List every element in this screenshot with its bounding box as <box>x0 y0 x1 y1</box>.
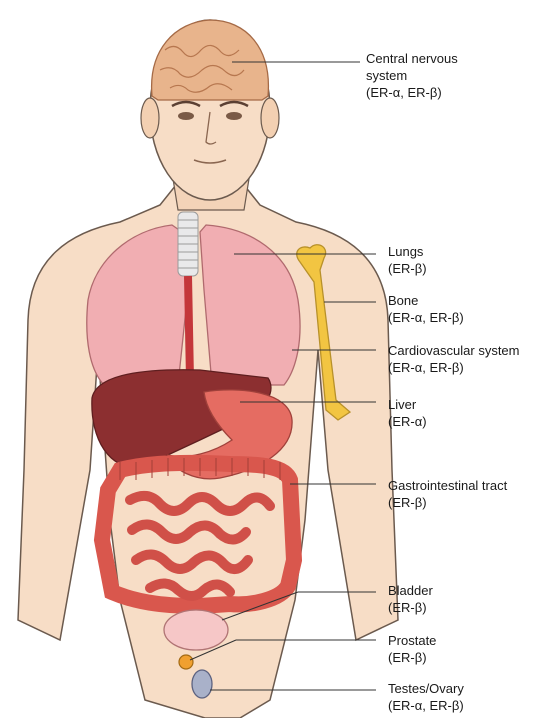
label-liver: Liver (ER-α) <box>388 396 427 430</box>
label-central-nervous-system: Central nervous system (ER-α, ER-β) <box>366 50 458 101</box>
label-lungs-receptors: (ER-β) <box>388 260 427 277</box>
label-bladder-receptors: (ER-β) <box>388 599 433 616</box>
left-eye <box>178 112 194 120</box>
label-cardio-name: Cardiovascular system <box>388 342 520 359</box>
label-liver-name: Liver <box>388 396 427 413</box>
testis <box>192 670 212 698</box>
label-bladder-name: Bladder <box>388 582 433 599</box>
label-bladder: Bladder (ER-β) <box>388 582 433 616</box>
label-testes-receptors: (ER-α, ER-β) <box>388 697 464 714</box>
label-bone-name: Bone <box>388 292 464 309</box>
label-gi-receptors: (ER-β) <box>388 494 507 511</box>
label-prostate-name: Prostate <box>388 632 436 649</box>
brain <box>152 20 269 100</box>
label-gastrointestinal: Gastrointestinal tract (ER-β) <box>388 477 507 511</box>
label-bone-receptors: (ER-α, ER-β) <box>388 309 464 326</box>
label-lungs: Lungs (ER-β) <box>388 243 427 277</box>
label-gi-name: Gastrointestinal tract <box>388 477 507 494</box>
prostate <box>179 655 193 669</box>
label-bone: Bone (ER-α, ER-β) <box>388 292 464 326</box>
label-cardiovascular: Cardiovascular system (ER-α, ER-β) <box>388 342 520 376</box>
label-prostate: Prostate (ER-β) <box>388 632 436 666</box>
label-prostate-receptors: (ER-β) <box>388 649 436 666</box>
label-cns-line1: Central nervous <box>366 50 458 67</box>
label-cns-receptors: (ER-α, ER-β) <box>366 84 458 101</box>
left-ear <box>141 98 159 138</box>
label-liver-receptors: (ER-α) <box>388 413 427 430</box>
bladder <box>164 610 228 650</box>
label-cns-line2: system <box>366 67 458 84</box>
label-testes-name: Testes/Ovary <box>388 680 464 697</box>
label-lungs-name: Lungs <box>388 243 427 260</box>
right-ear <box>261 98 279 138</box>
label-cardio-receptors: (ER-α, ER-β) <box>388 359 520 376</box>
label-testes-ovary: Testes/Ovary (ER-α, ER-β) <box>388 680 464 714</box>
right-eye <box>226 112 242 120</box>
